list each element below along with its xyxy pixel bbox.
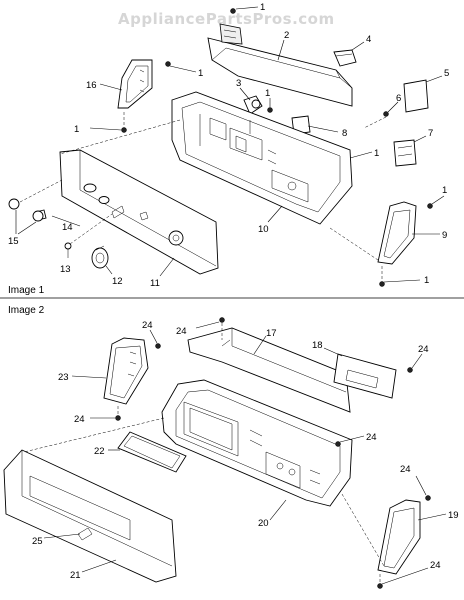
callout-1-f: 1 — [442, 185, 447, 196]
part-16-left-endcap — [89, 59, 197, 133]
screw-24-left-bottom — [90, 406, 121, 421]
caption-image-2: Image 2 — [8, 305, 45, 316]
callout-23: 23 — [58, 372, 69, 383]
callout-15: 15 — [8, 236, 19, 247]
callout-1-b: 1 — [198, 68, 203, 79]
callout-17: 17 — [266, 328, 277, 339]
callout-24-g: 24 — [430, 560, 441, 571]
callout-13: 13 — [60, 264, 71, 275]
callout-1-e: 1 — [374, 148, 379, 159]
screw-1-top — [230, 6, 259, 14]
callout-5: 5 — [444, 68, 449, 79]
part-7-timer — [393, 135, 427, 167]
callout-25: 25 — [32, 536, 43, 547]
callout-22: 22 — [94, 446, 105, 457]
part-20-console-frame — [161, 379, 353, 521]
callout-24-a: 24 — [142, 320, 153, 331]
callout-1-c: 1 — [74, 124, 79, 135]
screw-24-right-mid — [415, 475, 431, 501]
callout-10: 10 — [258, 224, 269, 235]
part-6-screw — [363, 101, 399, 129]
callout-24-b: 24 — [176, 326, 187, 337]
callout-24-c: 24 — [418, 344, 429, 355]
part-5-board — [403, 75, 443, 113]
callout-6: 6 — [396, 93, 401, 104]
callout-2: 2 — [284, 30, 289, 41]
callout-11: 11 — [150, 278, 160, 289]
image-2-exploded-view — [3, 317, 447, 589]
watermark-text: AppliancePartsPros.com — [118, 10, 335, 28]
part-13-button — [64, 213, 113, 258]
callout-16: 16 — [86, 80, 97, 91]
callout-1-a: 1 — [260, 2, 265, 13]
screw-24-right-top — [407, 353, 423, 373]
part-11-control-panel — [59, 149, 219, 277]
part-23-left-endcap — [71, 337, 149, 405]
screw-24-mid — [335, 435, 365, 447]
callout-24-f: 24 — [400, 464, 411, 475]
callout-24-e: 24 — [366, 432, 377, 443]
part-12-knob — [91, 245, 113, 275]
image-1-exploded-view — [8, 6, 445, 287]
callout-9: 9 — [442, 230, 447, 241]
callout-labels: 1 1 1 1 1 1 1 2 3 4 5 6 7 8 9 10 11 12 1… — [8, 2, 459, 581]
callout-24-d: 24 — [74, 414, 85, 425]
callout-8: 8 — [342, 128, 347, 139]
part-21-front-panel — [3, 449, 177, 583]
callout-14: 14 — [62, 222, 73, 233]
part-4-switch — [333, 41, 365, 67]
screw-24-bottom — [377, 567, 429, 589]
callout-1-g: 1 — [424, 275, 429, 286]
screw-24-left-top — [149, 329, 161, 349]
part-18-board — [323, 347, 397, 399]
part-3-bracket — [239, 87, 273, 115]
part-10-console-frame — [171, 91, 353, 225]
image-captions: Image 1 Image 2 — [8, 285, 45, 316]
part-19-right-endcap — [377, 499, 447, 575]
part-9-right-endcap — [377, 195, 445, 287]
callout-12: 12 — [112, 276, 123, 287]
callout-18: 18 — [312, 340, 323, 351]
callout-1-d: 1 — [265, 88, 270, 99]
part-15-buttons — [8, 179, 63, 235]
callout-21: 21 — [70, 570, 81, 581]
screw-24-top — [195, 317, 225, 340]
callout-4: 4 — [366, 34, 371, 45]
part-22-display-window — [108, 431, 187, 473]
part-17-top-cover — [187, 327, 351, 413]
part-25-button — [43, 533, 81, 539]
callout-20: 20 — [258, 518, 269, 529]
callout-19: 19 — [448, 510, 459, 521]
caption-image-1: Image 1 — [8, 285, 45, 296]
part-top-cover — [207, 23, 353, 107]
callout-7: 7 — [428, 128, 433, 139]
callout-3: 3 — [236, 78, 241, 89]
